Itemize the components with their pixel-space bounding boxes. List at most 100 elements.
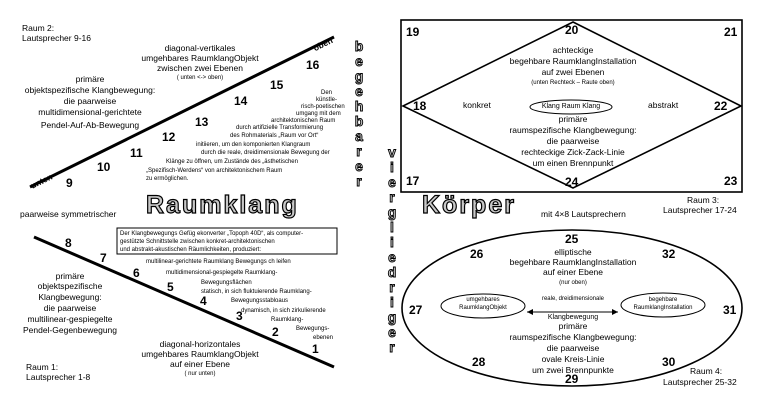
room3-title: Raum 3: bbox=[687, 195, 720, 205]
text-small-6: durch artifizielle Transformierung bbox=[236, 125, 324, 131]
room2-title: Raum 2: bbox=[22, 23, 55, 33]
converter-box bbox=[116, 227, 338, 255]
speaker-3: 3 bbox=[236, 309, 243, 323]
speaker-25: 25 bbox=[565, 232, 579, 246]
heading-koerper: Körper bbox=[421, 190, 516, 219]
octagon-line4: (unten Rechteck – Raute oben) bbox=[531, 80, 615, 86]
speaker-17: 17 bbox=[406, 174, 420, 188]
speaker-20: 20 bbox=[565, 23, 579, 37]
text-small-11: „Spezifisch-Werdens“ von architektonisch… bbox=[146, 168, 283, 174]
lower-prim-line6: Pendel-Gegenbewegung bbox=[22, 325, 118, 335]
mid-line2: Klangbewegung bbox=[547, 314, 599, 321]
rect-prim-line5: um einen Brennpunkt bbox=[532, 158, 614, 168]
rect-prim-line2: raumspezifische Klangbewegung: bbox=[509, 125, 637, 135]
label-abstrakt: abstrakt bbox=[648, 100, 679, 110]
lower-prim-line1: primäre bbox=[55, 271, 85, 281]
right-oval-line1: begehbare bbox=[648, 297, 678, 303]
label-konkret: konkret bbox=[463, 100, 491, 110]
speaker-7: 7 bbox=[100, 251, 107, 265]
text-small-7: des Rohmaterials „Raum vor Ort“ bbox=[230, 133, 319, 139]
mode-line9: ebenen bbox=[313, 335, 334, 341]
mode-line6: dynamisch, in sich zirkulierende bbox=[241, 308, 326, 314]
speaker-16: 16 bbox=[306, 58, 320, 72]
left-small-oval bbox=[440, 293, 526, 319]
ellipse-line2: begehbare RaumklangInstallation bbox=[509, 257, 637, 267]
oval-prim-line5: um zwei Brennpunkte bbox=[532, 365, 614, 375]
right-oval-line2: RaumklangInstallation bbox=[633, 305, 693, 311]
lower-prim-line5: multilinear-gespiegelte bbox=[27, 314, 113, 324]
speaker-6: 6 bbox=[133, 266, 140, 280]
left-oval-line1: umgehbares bbox=[466, 297, 500, 303]
oval-prim-line2: raumspezifische Klangbewegung: bbox=[509, 332, 637, 342]
text-small-10: Klänge zu öffnen, um Zustände des „ästhe… bbox=[166, 159, 298, 165]
upper-prim-line5: Pendel-Auf-Ab-Bewegung bbox=[40, 120, 140, 130]
speaker-4: 4 bbox=[200, 294, 207, 308]
lower-prim-line2: objektspezifische bbox=[37, 281, 103, 291]
mode-line5: Bewegungsstabloaus bbox=[231, 298, 289, 304]
lower-diag-line1: diagonal-horizontales bbox=[159, 339, 241, 349]
lower-diag-line3: auf einer Ebene bbox=[169, 359, 231, 369]
mode-line4: statisch, in sich fluktuierende Raumklan… bbox=[201, 289, 312, 295]
vertical-viergliedriger: v i e r g l i e d r i g e r bbox=[387, 144, 397, 355]
right-small-oval bbox=[620, 292, 706, 318]
lower-diag-line2: umgehbares RaumklangObjekt bbox=[141, 349, 259, 359]
speaker-1: 1 bbox=[312, 342, 319, 356]
speaker-31: 31 bbox=[723, 303, 737, 317]
speaker-8: 8 bbox=[65, 236, 72, 250]
speaker-27: 27 bbox=[409, 303, 423, 317]
ellipse-line3: auf einer Ebene bbox=[542, 267, 604, 277]
upper-diag-line1: diagonal-vertikales bbox=[164, 43, 236, 53]
mode-line8: Bewegungs- bbox=[296, 326, 330, 332]
octagon-line1: achteckige bbox=[552, 45, 594, 55]
center-oval bbox=[529, 99, 613, 115]
left-oval-line2: RaumklangObjekt bbox=[459, 305, 507, 311]
heading-raumklang: Raumklang bbox=[145, 190, 299, 219]
mid-line1: reale, dreidimensionale bbox=[541, 296, 605, 302]
room3-subtitle: Lautsprecher 17-24 bbox=[663, 205, 737, 215]
ellipse-line4: (nur oben) bbox=[559, 280, 587, 286]
rect-prim-line1: primäre bbox=[558, 114, 588, 124]
box-line3: und abstrakt-akustischen Räumlichkeiten,… bbox=[120, 247, 262, 253]
room1-subtitle: Lautsprecher 1-8 bbox=[26, 372, 91, 382]
oval-prim-line1: primäre bbox=[558, 321, 588, 331]
upper-prim-line1: primäre bbox=[75, 74, 105, 84]
room2-subtitle: Lautsprecher 9-16 bbox=[22, 33, 91, 43]
speaker-28: 28 bbox=[472, 355, 486, 369]
speaker-15: 15 bbox=[270, 78, 284, 92]
lower-prim-line3: Klangbewegung: bbox=[38, 292, 102, 302]
oval-prim-line3: die paarweise bbox=[546, 343, 600, 353]
upper-prim-line3: die paarweise bbox=[63, 96, 117, 106]
speaker-14: 14 bbox=[234, 94, 248, 108]
speaker-32: 32 bbox=[662, 247, 676, 261]
room4-subtitle: Lautsprecher 25-32 bbox=[663, 377, 737, 387]
speaker-23: 23 bbox=[724, 174, 738, 188]
room1-title: Raum 1: bbox=[26, 362, 59, 372]
box-line1: Der Klangbewegungs Gefüg ekonverter „Top… bbox=[120, 231, 304, 237]
mode-line1: multilinear-gerichtete Raumklang Bewegun… bbox=[146, 259, 291, 265]
speaker-24: 24 bbox=[565, 175, 579, 189]
vertical-begehbarer: b e g e h b a r e r bbox=[354, 38, 364, 189]
speaker-19: 19 bbox=[406, 25, 420, 39]
text-small-3: risch-poetischen bbox=[301, 104, 345, 110]
speaker-29: 29 bbox=[565, 372, 579, 386]
speaker-count-label: mit 4×8 Lautsprechern bbox=[541, 209, 626, 219]
lower-prim-line4: die paarweise bbox=[43, 303, 97, 313]
symmetric-label: paarweise symmetrischer bbox=[20, 209, 117, 219]
text-small-9: durch die reale, dreidimensionale Bewegu… bbox=[201, 150, 330, 156]
text-small-8: initiieren, um den komponierten Klangrau… bbox=[196, 142, 311, 148]
text-small-12: zu ermöglichen. bbox=[146, 176, 189, 182]
upper-diag-line3: zwischen zwei Ebenen bbox=[157, 63, 243, 73]
speaker-21: 21 bbox=[724, 25, 738, 39]
mode-line2: multidimensional-gespiegelte Raumklang- bbox=[166, 270, 278, 276]
upper-diag-line2: umgehbares RaumklangObjekt bbox=[141, 53, 259, 63]
speaker-5: 5 bbox=[167, 280, 174, 294]
upper-prim-line2: objektspezifische Klangbewegung: bbox=[24, 85, 156, 95]
big-ellipse bbox=[401, 229, 743, 387]
rect-prim-line3: die paarweise bbox=[546, 136, 600, 146]
text-small-5: architektonischen Raum bbox=[271, 118, 336, 124]
ellipse-line1: elliptische bbox=[554, 247, 592, 257]
speaker-2: 2 bbox=[272, 325, 279, 339]
speaker-26: 26 bbox=[470, 247, 484, 261]
rect-prim-line4: rechteckige Zick-Zack-Linie bbox=[521, 147, 625, 157]
